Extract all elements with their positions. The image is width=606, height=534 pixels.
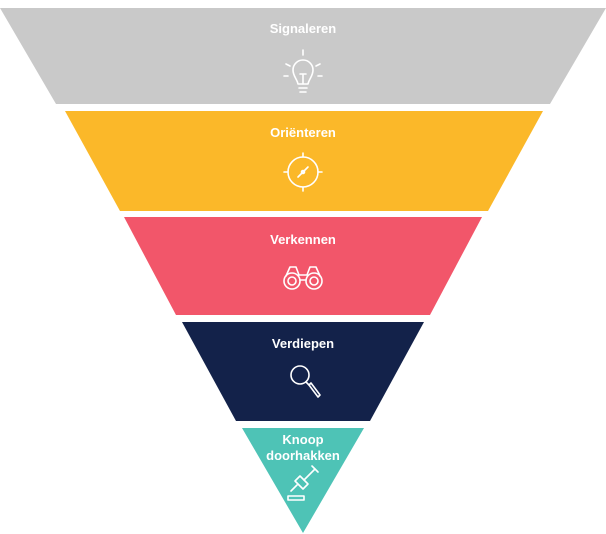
binoculars-icon xyxy=(283,266,323,290)
compass-icon xyxy=(283,152,323,192)
stage-knoop-doorhakken: Knoop doorhakken xyxy=(242,428,364,533)
stage-verkennen: Verkennen xyxy=(124,217,482,315)
gavel-icon xyxy=(287,465,319,501)
stage-label-signaleren: Signaleren xyxy=(270,21,337,36)
stage-band-verkennen xyxy=(124,217,482,315)
magnifier-icon xyxy=(290,365,321,398)
stage-band-knoop-doorhakken xyxy=(242,428,364,533)
stage-band-signaleren xyxy=(0,8,606,104)
stage-label-orienteren: Oriënteren xyxy=(270,125,336,140)
stage-label-knoop-doorhakken-line2: doorhakken xyxy=(266,448,340,463)
stage-label-verkennen: Verkennen xyxy=(270,232,336,247)
stage-orienteren: Oriënteren xyxy=(65,111,543,211)
stage-signaleren: Signaleren xyxy=(0,8,606,104)
stage-band-verdiepen xyxy=(182,322,424,421)
stage-label-verdiepen: Verdiepen xyxy=(272,336,334,351)
stage-band-orienteren xyxy=(65,111,543,211)
stage-verdiepen: Verdiepen xyxy=(182,322,424,421)
stage-label-knoop-doorhakken-line1: Knoop xyxy=(282,432,323,447)
lightbulb-icon xyxy=(283,49,323,93)
